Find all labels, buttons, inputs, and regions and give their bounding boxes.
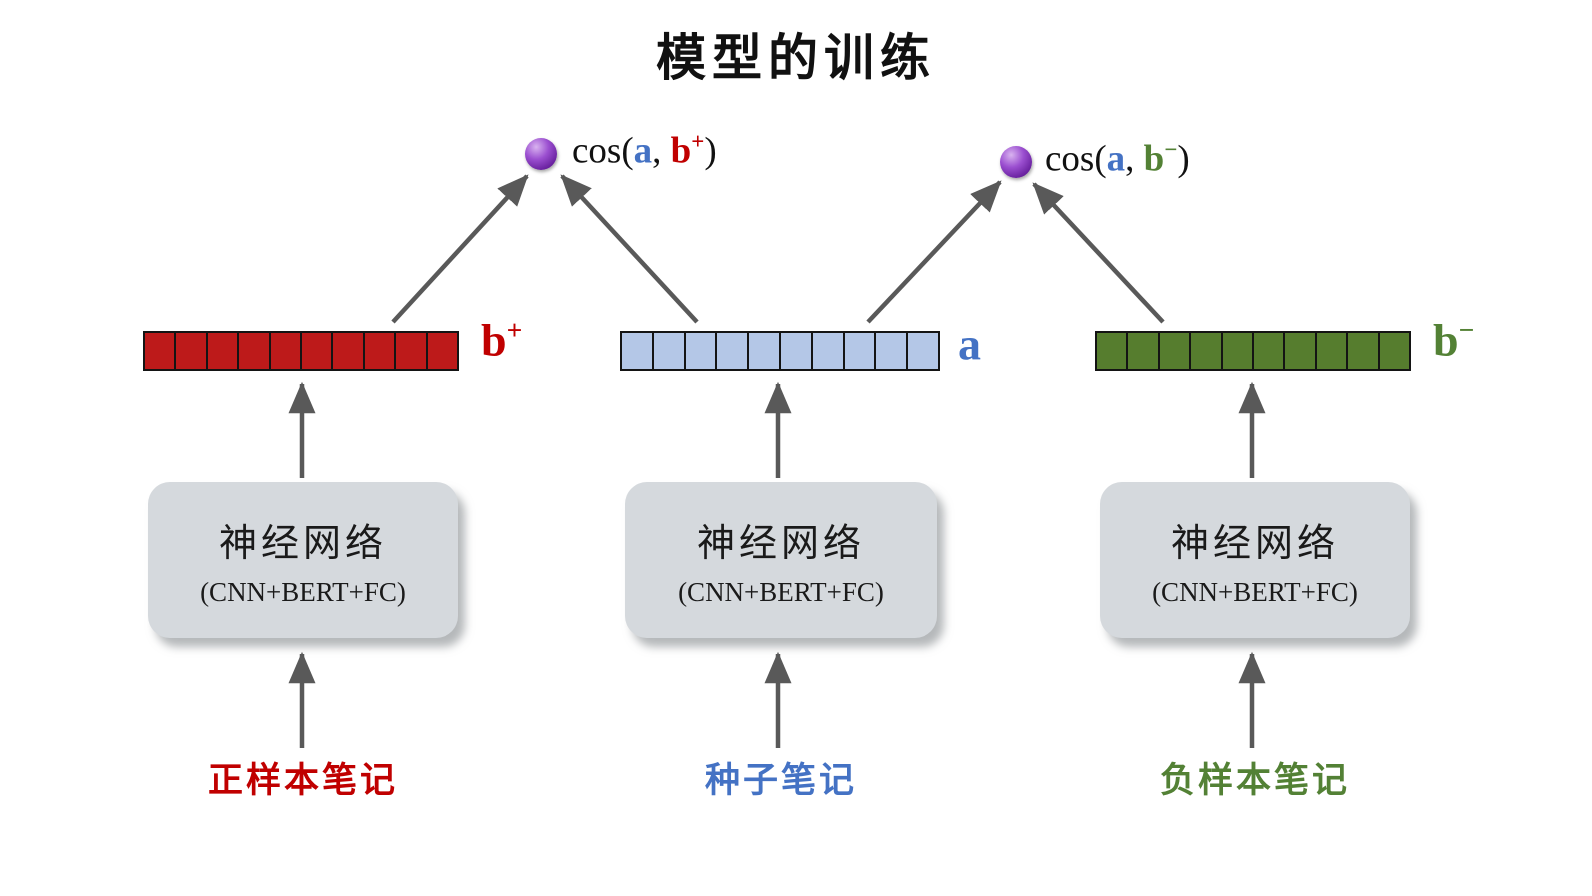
cosine-node-positive xyxy=(525,138,557,170)
cos-separator: , xyxy=(1125,138,1144,180)
vector-cell xyxy=(683,331,718,371)
network-detail: (CNN+BERT+FC) xyxy=(678,577,884,607)
vector-label-a: a xyxy=(958,320,981,367)
cos-func: cos( xyxy=(572,130,634,172)
vector-cell xyxy=(174,331,208,371)
network-box-negative: 神经网络 (CNN+BERT+FC) xyxy=(1100,482,1410,638)
arrow-vector-positive-to-cos1 xyxy=(391,174,529,324)
vector-cell xyxy=(778,331,813,371)
vector-cell xyxy=(1283,331,1317,371)
vector-b-plus xyxy=(143,331,460,371)
network-name: 神经网络 xyxy=(696,523,865,565)
vector-cell xyxy=(715,331,750,371)
diagram-title: 模型的训练 xyxy=(656,30,936,86)
network-box-positive: 神经网络 (CNN+BERT+FC) xyxy=(148,482,458,638)
cos-arg-b-minus: b xyxy=(1143,138,1165,180)
vector-label-b-plus: b+ xyxy=(481,316,522,363)
cos-close: ) xyxy=(704,130,717,172)
arrow-vector-negative-to-cos2 xyxy=(1032,182,1165,324)
input-label-seed-note: 种子笔记 xyxy=(704,761,857,800)
cos-func: cos( xyxy=(1045,138,1107,180)
vector-cell xyxy=(1252,331,1286,371)
vector-sup: + xyxy=(506,314,523,345)
vector-cell xyxy=(205,331,240,371)
vector-cell xyxy=(810,331,845,371)
network-detail: (CNN+BERT+FC) xyxy=(1152,577,1358,607)
vector-cell xyxy=(651,331,686,371)
cos-close: ) xyxy=(1177,138,1190,180)
vector-cell xyxy=(425,331,460,371)
arrow-vector-seed-to-cos2 xyxy=(866,180,1002,324)
vector-letter: b xyxy=(1433,314,1459,366)
cosine-node-negative xyxy=(1000,146,1032,178)
vector-letter: a xyxy=(958,318,981,370)
cos-arg-b-plus: b xyxy=(670,130,692,172)
vector-cell xyxy=(268,331,303,371)
vector-cell xyxy=(362,331,397,371)
vector-a xyxy=(620,331,940,371)
cos-arg-a: a xyxy=(1106,138,1126,180)
network-name: 神经网络 xyxy=(1170,523,1339,565)
vector-cell xyxy=(1346,331,1380,371)
vector-b-minus xyxy=(1095,331,1412,371)
vector-cell xyxy=(143,331,177,371)
vector-cell xyxy=(1157,331,1192,371)
vector-cell xyxy=(1314,331,1349,371)
vector-cell xyxy=(394,331,428,371)
vector-cell xyxy=(331,331,365,371)
vector-cell xyxy=(906,331,940,371)
cos-label-negative: cos(a, b−) xyxy=(1045,137,1190,180)
cos-arg-a: a xyxy=(633,130,653,172)
vector-cell xyxy=(237,331,271,371)
network-box-seed: 神经网络 (CNN+BERT+FC) xyxy=(625,482,937,638)
cos-label-positive: cos(a, b+) xyxy=(572,129,717,172)
cos-separator: , xyxy=(652,130,671,172)
input-label-negative-note: 负样本笔记 xyxy=(1159,761,1350,800)
vector-cell xyxy=(1095,331,1129,371)
vector-cell xyxy=(747,331,781,371)
vector-letter: b xyxy=(481,314,507,366)
vector-cell xyxy=(842,331,877,371)
vector-sup: − xyxy=(1458,314,1475,345)
vector-cell xyxy=(1377,331,1412,371)
input-label-positive-note: 正样本笔记 xyxy=(207,761,398,800)
vector-cell xyxy=(1189,331,1223,371)
cos-arg-b-plus-sup: + xyxy=(691,129,705,154)
vector-cell xyxy=(874,331,909,371)
vector-label-b-minus: b− xyxy=(1433,316,1474,363)
vector-cell xyxy=(620,331,654,371)
vector-cell xyxy=(1220,331,1255,371)
vector-cell xyxy=(300,331,334,371)
network-detail: (CNN+BERT+FC) xyxy=(200,577,406,607)
cos-arg-b-minus-sup: − xyxy=(1164,137,1178,162)
network-name: 神经网络 xyxy=(218,523,387,565)
vector-cell xyxy=(1126,331,1160,371)
arrow-vector-seed-to-cos1 xyxy=(560,174,699,324)
